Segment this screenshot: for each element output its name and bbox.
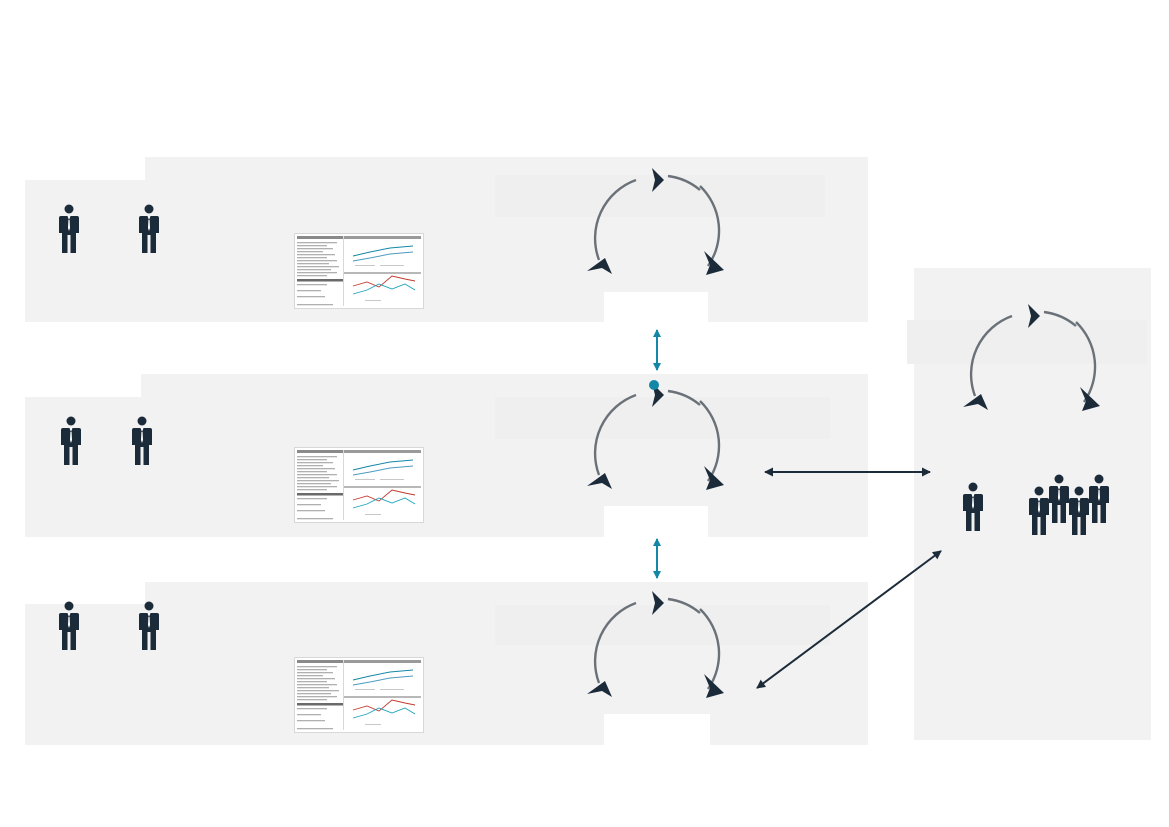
level-3-right-connector	[756, 550, 942, 689]
level-1-report-icon	[294, 233, 424, 309]
level-2-cycle-backdrop	[495, 397, 830, 439]
level-2-panel-top	[141, 374, 868, 398]
level-3-panel-top	[145, 582, 868, 605]
level-1-cycle-gap	[604, 292, 708, 322]
level-3-cycle-gap	[604, 714, 710, 745]
level-2-report-icon	[294, 447, 424, 523]
level-2-cycle-gap	[604, 506, 708, 537]
connector-dot-icon	[649, 380, 659, 390]
level-3-report-icon	[294, 657, 424, 733]
right-cycle-gap	[990, 432, 1078, 444]
right-cycle-backdrop	[907, 320, 1147, 364]
